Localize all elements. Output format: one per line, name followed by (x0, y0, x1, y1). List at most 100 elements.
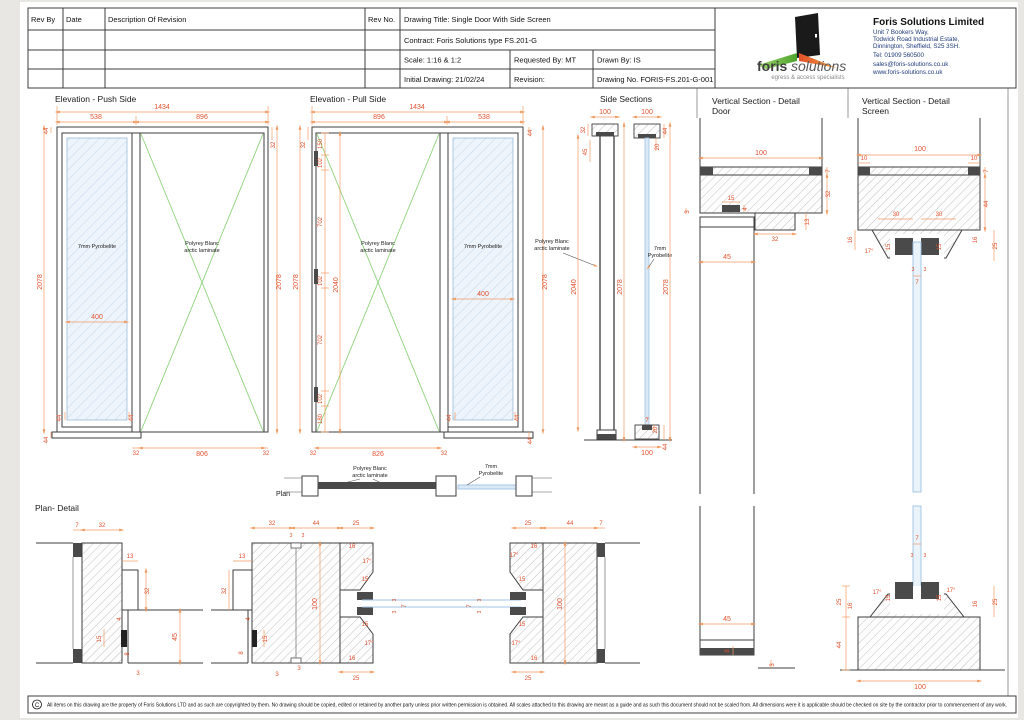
dim-label: 32 (441, 451, 448, 457)
dim-label: 17° (864, 249, 874, 255)
dim-label: 16 (349, 656, 356, 662)
drawn-by: Drawn By: IS (597, 56, 641, 65)
company-tel: Tel: 01909 560500 (873, 52, 924, 59)
dim-label: 30 (893, 212, 900, 218)
dim-label: 16 (531, 544, 538, 550)
pull-glass-label: 7mm Pyrobelite (464, 244, 502, 250)
glass-plan (457, 484, 517, 490)
dim-label: 44 (837, 641, 843, 648)
title-block: Rev By Date Description Of Revision Rev … (27, 7, 1017, 89)
dim-label: 45 (723, 616, 731, 623)
dim-label: 17° (946, 588, 956, 594)
dim-label: 7 (826, 169, 832, 173)
pull-laminate-label-1: Polyrey Blanc (361, 241, 395, 247)
dim-label: 10 (971, 156, 978, 162)
vertical-section-detail-door: Vertical Section - Detail Door 100 7 32 … (697, 96, 832, 669)
dim-label: 44 (57, 414, 63, 421)
dim-label: 13 (805, 218, 811, 225)
dim-label: 45 (583, 148, 589, 155)
dim-label: 7 (645, 418, 649, 424)
dim-label: 32 (269, 521, 276, 527)
dim-label: 100 (914, 146, 926, 153)
push-dimension-lines (42, 106, 279, 450)
plan-laminate-label-2: arctic laminate (352, 473, 387, 479)
dim-label: 4 (117, 617, 123, 621)
company-name: Foris Solutions Limited (873, 17, 984, 28)
dim-label: 25 (525, 521, 532, 527)
dim-label: 32 (271, 141, 277, 148)
logo-door-icon (795, 13, 820, 58)
plan-detail-mullion: 32 44 25 3 3 13 32 4 15 8 3 3 16 17° 15 … (222, 521, 521, 682)
dim-label: 2040 (571, 279, 578, 295)
dim-label: 17° (509, 553, 519, 559)
company-info: Foris Solutions Limited Unit 7 Bookers W… (872, 17, 984, 76)
side-sections: Side Sections Polyrey Blanc arctic lamin… (534, 94, 691, 457)
dim-label: 15 (886, 594, 892, 601)
dim-label: 150 (318, 138, 324, 149)
drawing-title: Drawing Title: Single Door With Side Scr… (404, 15, 551, 24)
dim-label: 32 (222, 587, 228, 594)
dim-label: 17° (872, 590, 882, 596)
dim-label: 806 (196, 451, 208, 458)
dim-label: 17° (364, 641, 374, 647)
hinge (314, 269, 318, 284)
company-address-3: Dinnington, Sheffield, S25 3SH. (873, 43, 960, 50)
push-title: Elevation - Push Side (55, 94, 137, 104)
dim-label: 20 (655, 143, 661, 150)
plan-laminate-label-1: Polyrey Blanc (353, 466, 387, 472)
date-header: Date (66, 15, 82, 24)
plan-detail-door-jamb: 7 32 13 32 4 15 8 3 45 (36, 523, 249, 677)
company-address-1: Unit 7 Bookers Way, (873, 29, 929, 36)
dim-label: 102 (318, 275, 324, 286)
drawing-number: Drawing No. FORIS-FS.201-G-001 (597, 75, 713, 84)
plan-glass-label-1: 7mm (485, 464, 498, 470)
logo-word-1: foris (757, 58, 788, 74)
plan-label: Plan (276, 491, 290, 498)
push-laminate-label-1: Polyrey Blanc (185, 241, 219, 247)
footer-disclaimer: All items on this drawing are the proper… (47, 703, 1007, 709)
plan-view: Plan Polyrey Blanc arctic laminate 7mm P… (276, 464, 552, 498)
dim-label: 896 (196, 114, 208, 121)
rev-no-header: Rev No. (368, 15, 395, 24)
dim-label: 44 (447, 414, 453, 421)
dim-label: 8 (239, 651, 245, 655)
vs-door-dimension-lines (697, 156, 829, 668)
dim-label: 102 (318, 157, 324, 168)
vs-screen-dimension-lines (842, 153, 995, 683)
pull-title: Elevation - Pull Side (310, 94, 386, 104)
dim-label: 3 (477, 610, 483, 613)
dim-label: 826 (372, 451, 384, 458)
dim-label: 3 (392, 598, 398, 601)
dim-label: 32 (99, 523, 106, 529)
dim-label: 44 (528, 129, 534, 136)
dim-label: 2078 (37, 274, 44, 290)
dim-label: 538 (90, 114, 102, 121)
vs-screen-geometry (840, 118, 1005, 671)
side-glass-label-2: Pyrobelite (648, 253, 672, 259)
dim-label: 32 (772, 237, 779, 243)
footer-bar: C All items on this drawing are the prop… (27, 695, 1017, 714)
company-address-2: Todwick Road Industrial Estate, (873, 36, 960, 43)
side-laminate-label-2: arctic laminate (534, 246, 569, 252)
dim-label: 16 (349, 544, 356, 550)
dim-label: 13 (239, 554, 246, 560)
dim-label: 16 (973, 236, 979, 243)
company-email: sales@foris-solutions.co.uk (873, 61, 949, 68)
dim-label: 2040 (333, 277, 340, 293)
side-geometry (584, 123, 672, 441)
dim-label: 15 (728, 196, 735, 202)
dim-label: 25 (525, 676, 532, 682)
elevation-pull-side: Elevation - Pull Side Polyrey Blanc arct… (293, 94, 549, 458)
dim-label: 25 (993, 242, 999, 249)
plan-detail-title: Plan- Detail (35, 503, 79, 513)
dim-label: 16 (848, 602, 854, 609)
description-header: Description Of Revision (108, 15, 186, 24)
dim-label: 15 (97, 635, 103, 642)
dim-label: 7 (915, 280, 919, 286)
contract: Contract: Foris Solutions type FS.201-G (404, 36, 537, 45)
dim-label: 2078 (293, 274, 300, 290)
dim-label: 8 (725, 649, 731, 653)
side-dimension-lines (576, 115, 687, 449)
push-glass-label: 7mm Pyrobelite (78, 244, 116, 250)
dim-label: 45 (723, 254, 731, 261)
